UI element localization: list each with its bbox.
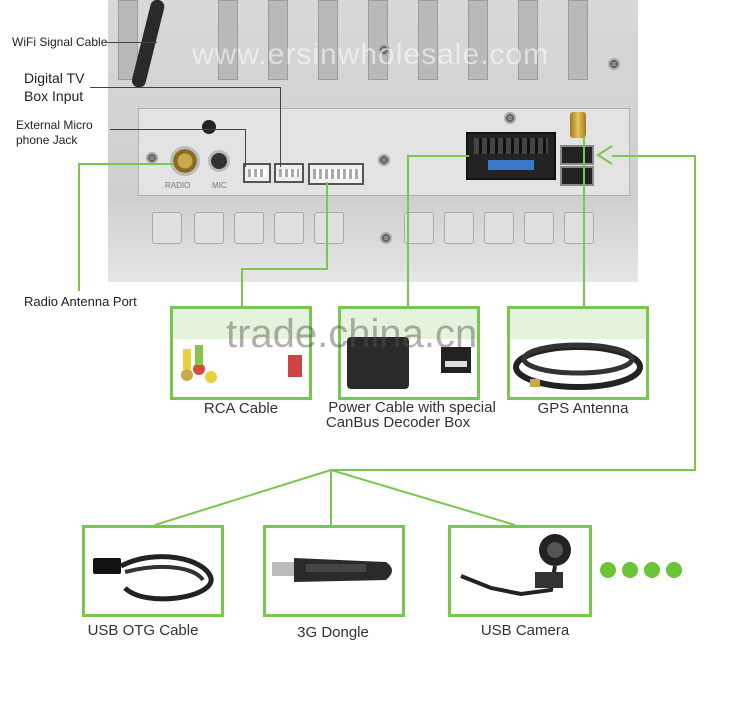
mic-jack: [208, 150, 230, 172]
caption-power-cable-1: Power Cable with special: [328, 399, 496, 416]
accessory-power-cable: [338, 306, 480, 400]
caption-rca-cable: RCA Cable: [203, 400, 279, 417]
gps-antenna-port: [570, 112, 586, 138]
callout-line-digital-tv: [90, 87, 280, 88]
usb-port-1: [560, 145, 594, 165]
line-rca-up: [326, 182, 328, 270]
mic-jack-mark: MIC: [212, 181, 227, 190]
callout-line-mic-drop: [245, 129, 246, 167]
accessory-usb-otg-cable: [82, 525, 224, 617]
vent-slot: [404, 212, 434, 244]
usb-port-2: [560, 166, 594, 186]
vent-slot: [524, 212, 554, 244]
screw: [378, 44, 390, 56]
label-digital-tv-2: Box Input: [24, 88, 84, 104]
caption-3g-dongle: 3G Dongle: [297, 624, 369, 641]
label-wifi-cable: WiFi Signal Cable: [12, 35, 108, 49]
accessory-usb-camera: [448, 525, 592, 617]
vent-slot: [274, 212, 304, 244]
gps-antenna-icon: [510, 309, 646, 390]
accessory-gps-antenna: [507, 306, 649, 400]
power-cable-icon: [341, 309, 477, 389]
digital-tv-connector: [274, 163, 304, 183]
vent-slot: [194, 212, 224, 244]
screw: [380, 232, 392, 244]
line-radio: [78, 163, 80, 291]
callout-line-wifi: [107, 42, 157, 43]
cooling-fin: [318, 0, 338, 80]
radio-antenna-port: [170, 146, 200, 176]
line-power: [407, 155, 409, 306]
screw: [608, 58, 620, 70]
line-usb-bottom: [331, 469, 696, 471]
rear-panel: RADIO MIC: [108, 0, 638, 282]
vent-slot: [152, 212, 182, 244]
cooling-fin: [118, 0, 138, 80]
label-ext-mic-2: phone Jack: [16, 133, 78, 147]
screw: [378, 154, 390, 166]
screw: [504, 112, 516, 124]
watermark-middle: trade.china.cn: [226, 312, 478, 356]
mounting-hole: [202, 120, 216, 134]
watermark-top: www.ersinwholesale.com: [192, 38, 550, 71]
callout-line-digital-tv-drop: [280, 87, 281, 167]
usb-otg-cable-icon: [93, 554, 214, 602]
cooling-fin: [218, 0, 238, 80]
cooling-fin: [418, 0, 438, 80]
cooling-fin: [268, 0, 288, 80]
caption-power-cable-2: CanBus Decoder Box: [325, 414, 471, 431]
vent-slot: [444, 212, 474, 244]
more-dot: [666, 562, 682, 578]
3g-dongle-icon: [272, 558, 392, 582]
line-usb-v: [694, 155, 696, 471]
accessory-3g-dongle: [263, 525, 405, 617]
label-radio-antenna: Radio Antenna Port: [24, 294, 137, 309]
vent-slot: [234, 212, 264, 244]
screw: [146, 152, 158, 164]
more-dot: [600, 562, 616, 578]
rca-cable-icon: [173, 309, 309, 383]
radio-port-mark: RADIO: [165, 181, 191, 190]
more-dot: [644, 562, 660, 578]
accessory-rca-cable: [170, 306, 312, 400]
mic-connector: [243, 163, 271, 183]
line-rca-h: [241, 268, 327, 270]
line-power-h: [407, 155, 469, 157]
cooling-fin: [518, 0, 538, 80]
caption-usb-camera: USB Camera: [480, 622, 570, 639]
vent-slot: [484, 212, 514, 244]
callout-line-mic: [110, 129, 245, 130]
label-ext-mic-1: External Micro: [16, 118, 93, 132]
vent-slot: [564, 212, 594, 244]
main-harness-connector: [466, 132, 556, 180]
caption-gps-antenna: GPS Antenna: [537, 400, 629, 417]
label-digital-tv-1: Digital TV: [24, 70, 85, 86]
line-usb-h: [612, 155, 696, 157]
cooling-fin: [568, 0, 588, 80]
cooling-fin: [368, 0, 388, 80]
line-gps: [583, 135, 585, 306]
cooling-fin: [468, 0, 488, 80]
usb-camera-icon: [460, 534, 571, 597]
vent-slot: [314, 212, 344, 244]
caption-usb-otg-cable: USB OTG Cable: [87, 622, 199, 639]
line-radio-h: [78, 163, 174, 165]
rca-connector: [308, 163, 364, 185]
line-rca-drop: [241, 268, 243, 306]
more-dot: [622, 562, 638, 578]
